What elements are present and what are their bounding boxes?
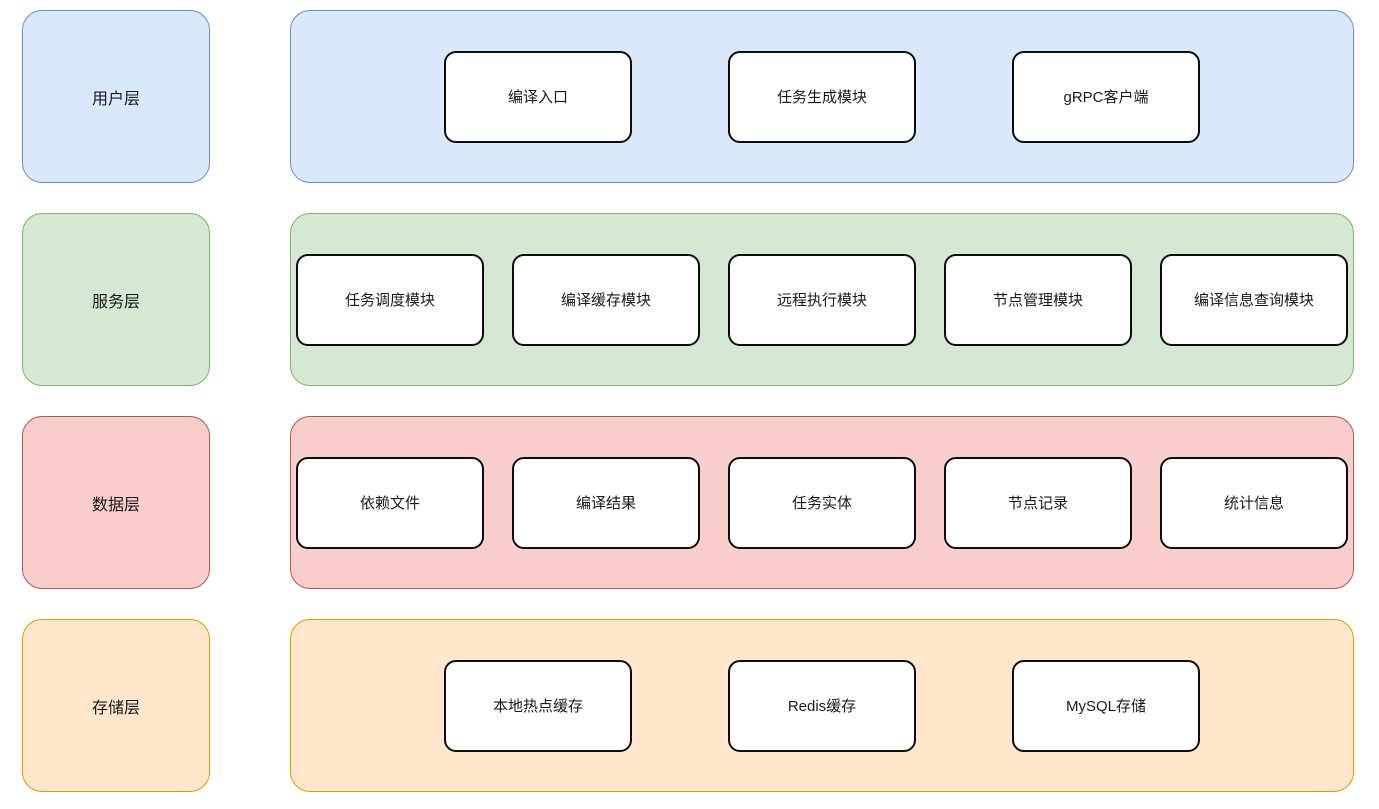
module-label: 统计信息 — [1223, 495, 1284, 512]
module-label: 任务实体 — [791, 495, 852, 512]
layer-label-text: 服务层 — [91, 293, 140, 311]
module-box-user-layer-0: 编译入口 — [444, 50, 632, 143]
module-box-data-layer-2: 任务实体 — [728, 456, 916, 549]
layer-label-text: 用户层 — [91, 90, 140, 108]
module-box-service-layer-3: 节点管理模块 — [944, 253, 1132, 346]
layer-row-storage-layer: 存储层 本地热点缓存 Redis缓存 MySQL存储 — [22, 619, 1354, 792]
module-box-user-layer-2: gRPC客户端 — [1012, 50, 1200, 143]
module-label: gRPC客户端 — [1063, 89, 1149, 106]
module-box-service-layer-1: 编译缓存模块 — [512, 253, 700, 346]
module-box-data-layer-1: 编译结果 — [512, 456, 700, 549]
module-label: 任务调度模块 — [344, 292, 435, 309]
layer-label-data-layer: 数据层 — [22, 416, 210, 589]
module-label: 本地热点缓存 — [492, 698, 583, 715]
module-box-service-layer-2: 远程执行模块 — [728, 253, 916, 346]
layer-label-user-layer: 用户层 — [22, 10, 210, 183]
module-label: 编译缓存模块 — [560, 292, 651, 309]
module-label: 远程执行模块 — [776, 292, 867, 309]
module-box-service-layer-4: 编译信息查询模块 — [1160, 253, 1348, 346]
module-label: Redis缓存 — [787, 698, 857, 715]
module-label: 节点管理模块 — [992, 292, 1083, 309]
module-label: 编译信息查询模块 — [1193, 292, 1314, 309]
module-box-storage-layer-2: MySQL存储 — [1012, 659, 1200, 752]
module-label: MySQL存储 — [1065, 698, 1146, 715]
layer-container-service-layer: 任务调度模块 编译缓存模块 远程执行模块 节点管理模块 编译信息查询模块 — [290, 213, 1354, 386]
module-label: 编译入口 — [507, 89, 568, 106]
layer-row-user-layer: 用户层 编译入口 任务生成模块 gRPC客户端 — [22, 10, 1354, 183]
module-label: 任务生成模块 — [776, 89, 867, 106]
layer-container-storage-layer: 本地热点缓存 Redis缓存 MySQL存储 — [290, 619, 1354, 792]
module-box-service-layer-0: 任务调度模块 — [296, 253, 484, 346]
layer-label-text: 存储层 — [91, 699, 140, 717]
module-box-user-layer-1: 任务生成模块 — [728, 50, 916, 143]
module-box-storage-layer-0: 本地热点缓存 — [444, 659, 632, 752]
layer-row-data-layer: 数据层 依赖文件 编译结果 任务实体 节点记录 统计信息 — [22, 416, 1354, 589]
layer-label-service-layer: 服务层 — [22, 213, 210, 386]
layer-label-text: 数据层 — [91, 496, 140, 514]
architecture-diagram: 用户层 编译入口 任务生成模块 gRPC客户端服务层 任务调度模块 编译缓存模块 远程执行模… — [22, 10, 1354, 792]
module-box-data-layer-3: 节点记录 — [944, 456, 1132, 549]
module-label: 节点记录 — [1007, 495, 1068, 512]
layer-label-storage-layer: 存储层 — [22, 619, 210, 792]
module-label: 依赖文件 — [359, 495, 420, 512]
layer-container-user-layer: 编译入口 任务生成模块 gRPC客户端 — [290, 10, 1354, 183]
layer-row-service-layer: 服务层 任务调度模块 编译缓存模块 远程执行模块 节点管理模块 编译信息查询模块 — [22, 213, 1354, 386]
module-box-data-layer-0: 依赖文件 — [296, 456, 484, 549]
module-label: 编译结果 — [575, 495, 636, 512]
module-box-storage-layer-1: Redis缓存 — [728, 659, 916, 752]
module-box-data-layer-4: 统计信息 — [1160, 456, 1348, 549]
layer-container-data-layer: 依赖文件 编译结果 任务实体 节点记录 统计信息 — [290, 416, 1354, 589]
